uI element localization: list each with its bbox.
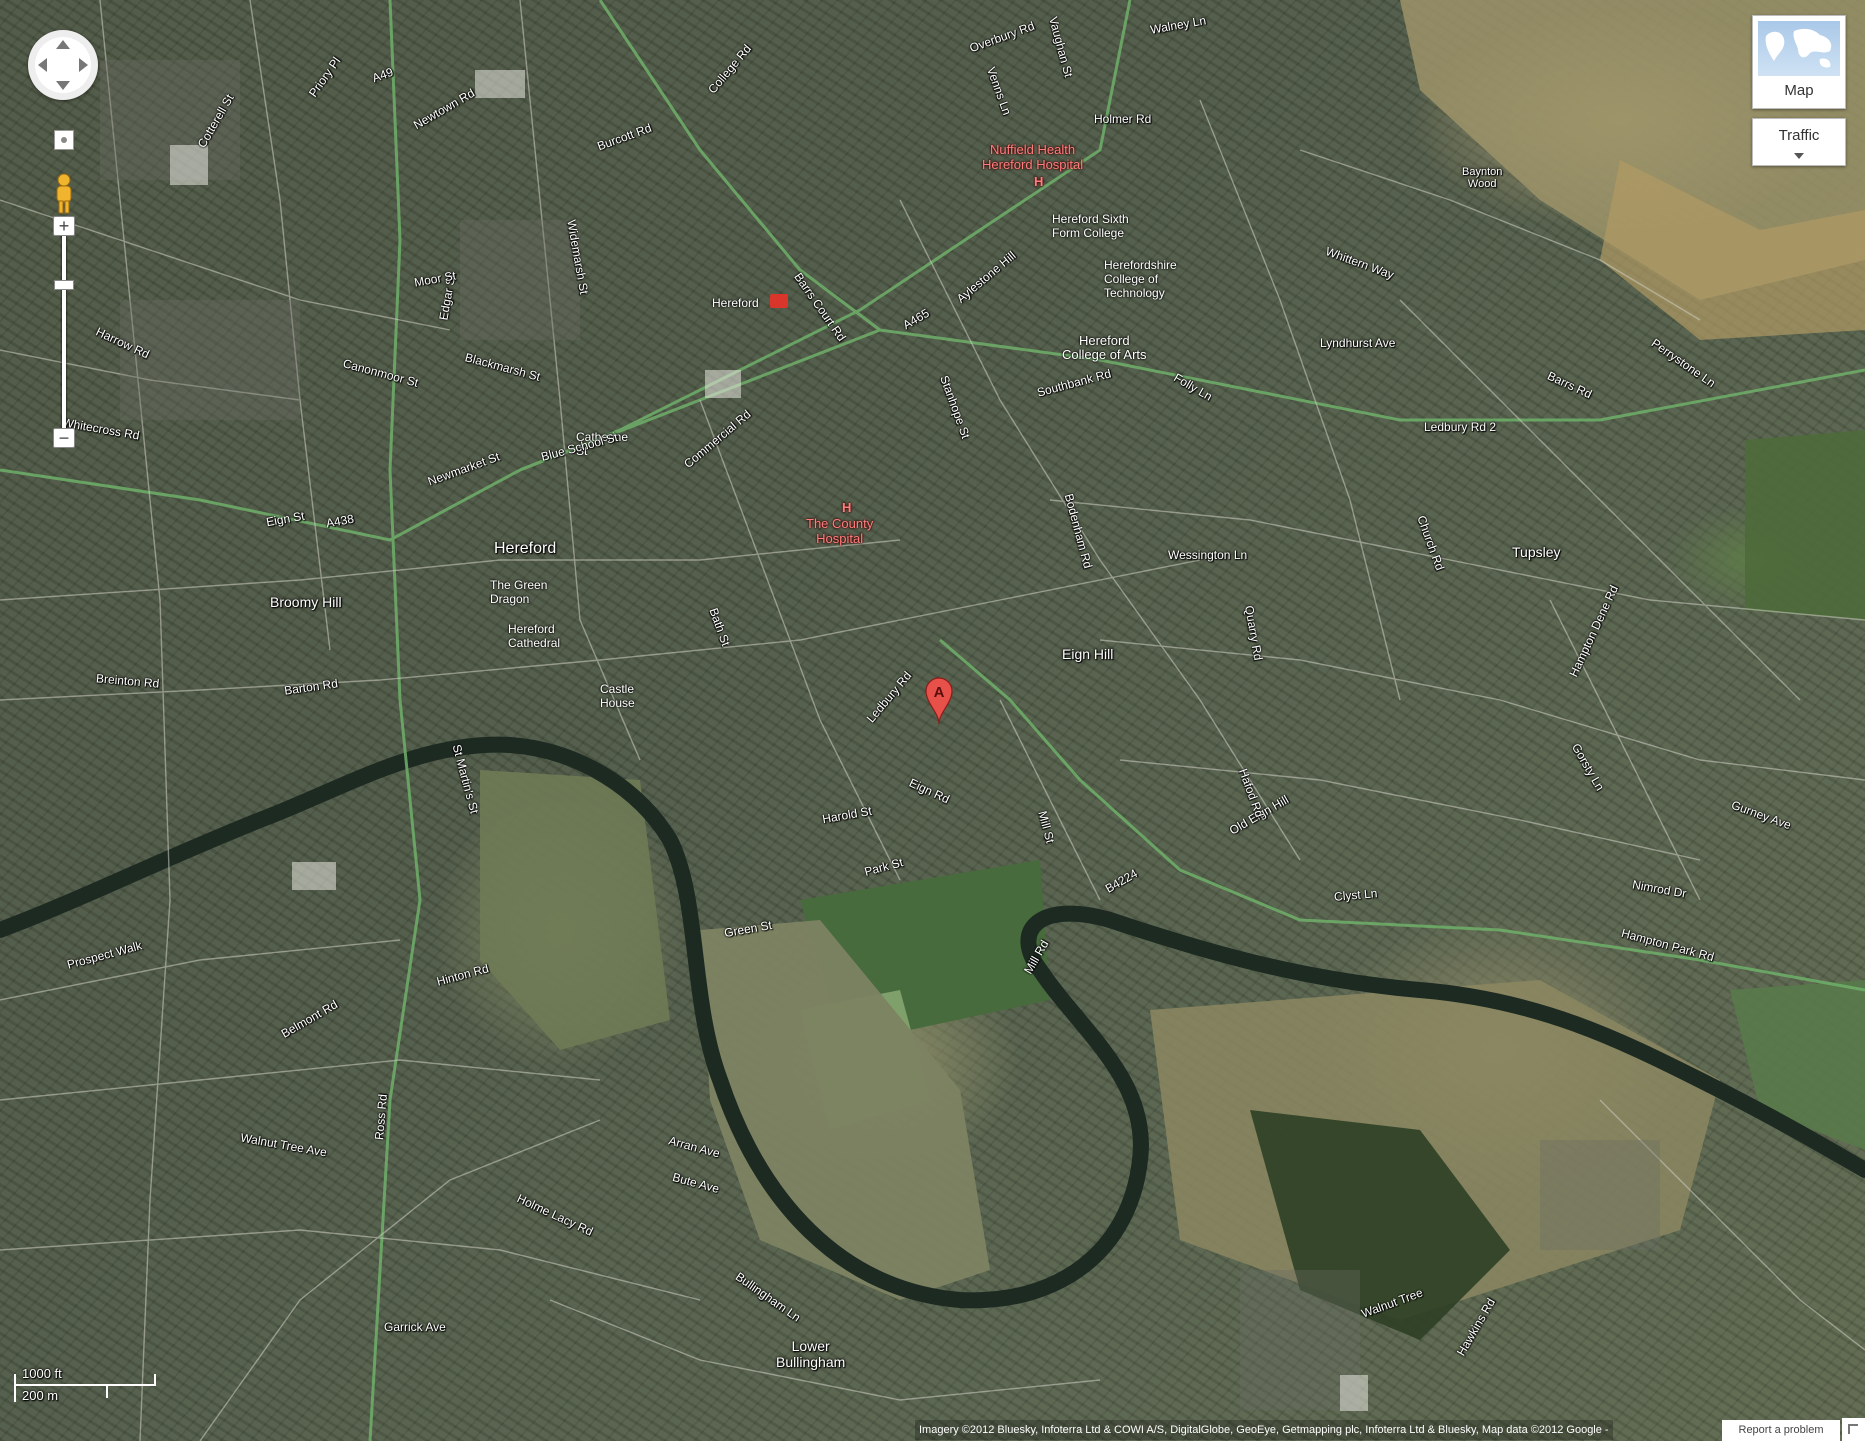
scale-bar-lines [14,1384,156,1386]
place-tupsley: Tupsley [1512,544,1561,560]
scale-tick [14,1374,16,1402]
field-northeast-2 [1600,160,1865,340]
map-attribution: Imagery ©2012 Bluesky, Infoterra Ltd & C… [915,1420,1613,1440]
scale-tick [154,1374,156,1386]
report-problem-link[interactable]: Report a problem [1722,1420,1840,1441]
poi-college-arts[interactable]: Hereford College of Arts [1062,333,1147,362]
location-marker[interactable]: A [924,677,954,725]
hospital-icon: H [1034,174,1044,189]
resize-corner-icon[interactable] [1842,1418,1865,1441]
poi-catherine-st: Catherine St [576,430,629,458]
chevron-down-icon [1794,153,1804,159]
rail-station-icon [770,294,788,308]
poi-cathedral[interactable]: Hereford Cathedral [508,622,561,650]
field-west [480,770,670,1050]
poi-county-hospital[interactable]: The County Hospital [806,516,874,546]
place-broomy-hill: Broomy Hill [270,594,342,610]
field-forest [1250,1110,1510,1340]
traffic-button[interactable]: Traffic [1752,118,1846,166]
dot-icon [61,137,67,143]
poi-nuffield-hospital[interactable]: Nuffield Health Hereford Hospital [982,142,1084,172]
poi-castle-house[interactable]: Castle House [600,682,635,710]
map-button-label: Map [1784,82,1814,99]
place-eign-hill: Eign Hill [1062,646,1114,662]
scale-tick [106,1384,108,1398]
poi-green-dragon[interactable]: The Green Dragon [490,578,548,606]
zoom-slider-handle[interactable] [54,280,74,290]
place-lower-bullingham: Lower Bullingham [776,1338,846,1370]
zoom-slider-track[interactable] [62,232,66,432]
pan-down-icon[interactable] [56,81,70,90]
arrow-icon [1848,1424,1858,1434]
pan-up-icon[interactable] [56,40,70,49]
poi-college-technology[interactable]: Herefordshire College of Technology [1104,258,1177,300]
place-hereford: Hereford [494,540,557,557]
river-wye [0,736,1865,1309]
scale-meters-label: 200 m [22,1388,59,1403]
field-east [1745,430,1865,620]
zoom-out-button[interactable]: − [53,428,75,448]
hospital-icon: H [842,500,852,515]
poi-sixth-form-college[interactable]: Hereford Sixth Form College [1052,212,1129,240]
scale-feet-label: 1000 ft [22,1366,62,1381]
world-map-icon [1758,21,1840,76]
place-bayton-wood: Baynton Wood [1462,166,1503,190]
pan-left-icon[interactable] [38,58,47,72]
traffic-button-label: Traffic [1778,127,1820,144]
industrial-areas [100,60,1660,1410]
pegman-icon[interactable] [52,173,76,215]
marker-label: A [934,684,945,701]
poi-hereford-station[interactable]: Hereford [712,296,759,310]
map-type-button[interactable]: Map [1752,15,1846,109]
field-center-big [700,920,990,1300]
buildings [170,70,1368,1411]
streetview-pegman-box[interactable] [54,130,74,150]
pan-control[interactable] [28,30,98,100]
scale-bar: 1000 ft 200 m [14,1364,164,1404]
pan-right-icon[interactable] [79,58,88,72]
zoom-in-button[interactable]: + [53,216,75,236]
